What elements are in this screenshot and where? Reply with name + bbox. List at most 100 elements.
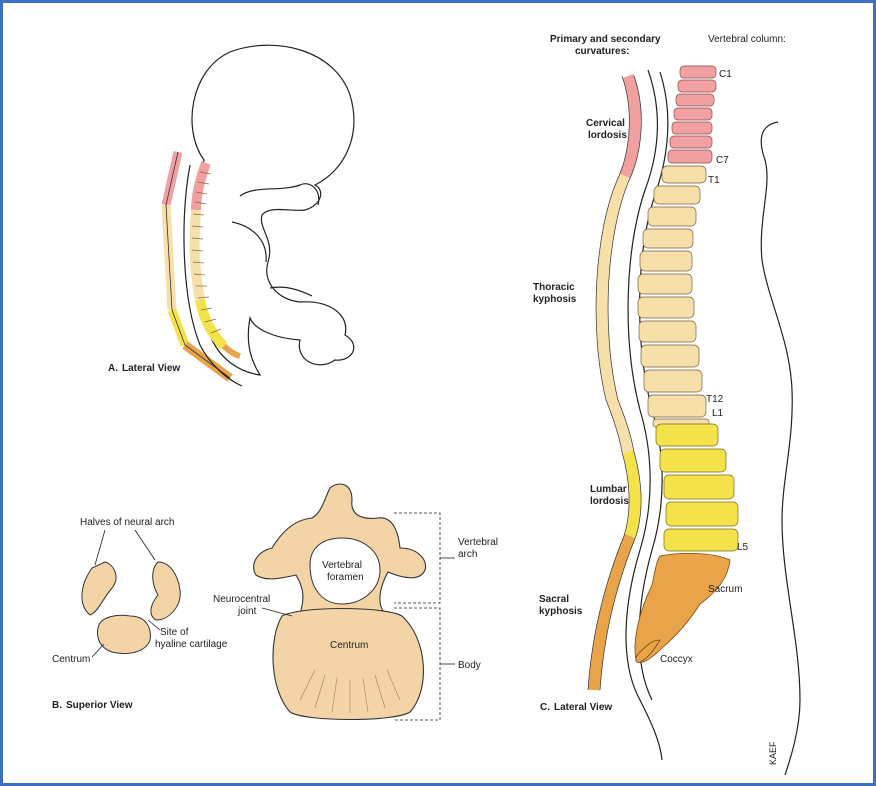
vertebra-l3 bbox=[663, 474, 735, 500]
vertebra-t1 bbox=[661, 165, 707, 184]
vertebra-t9 bbox=[640, 344, 700, 368]
vertebra-t7 bbox=[637, 296, 695, 319]
vertebra-t2 bbox=[653, 185, 701, 205]
label-joint: joint bbox=[237, 606, 257, 617]
bar-lumbar bbox=[622, 450, 642, 538]
thoracic-vertebrae bbox=[637, 165, 710, 428]
label-c7: C7 bbox=[716, 155, 729, 166]
label-body: Body bbox=[458, 660, 481, 671]
label-sacral: Sacral bbox=[539, 594, 569, 605]
label-cervical-lordosis: lordosis bbox=[588, 130, 627, 141]
coccyx-shape bbox=[635, 639, 661, 663]
fetus-arm bbox=[239, 183, 320, 206]
label-sacrum: Sacrum bbox=[708, 584, 742, 595]
panel-c-caption: Lateral View bbox=[554, 702, 612, 713]
label-t1: T1 bbox=[708, 175, 720, 186]
left-neural-arch-half bbox=[81, 561, 117, 616]
vertebra-c5 bbox=[671, 121, 713, 135]
large-centrum-body bbox=[272, 607, 424, 721]
vertebra-t5 bbox=[639, 250, 693, 272]
label-vertebral-foramen-2: foramen bbox=[327, 572, 364, 583]
fetus-spine-sacrum bbox=[221, 343, 241, 359]
vertebra-t6 bbox=[637, 273, 693, 295]
panel-b-caption: Superior View bbox=[66, 700, 133, 711]
fetus-spine-cervical bbox=[191, 161, 211, 211]
label-sacral-kyphosis: kyphosis bbox=[539, 606, 583, 617]
vertebra-l2 bbox=[659, 448, 727, 473]
label-coccyx: Coccyx bbox=[660, 654, 693, 665]
lumbar-vertebrae bbox=[655, 423, 739, 552]
leader-site bbox=[147, 619, 161, 631]
cervical-vertebrae bbox=[667, 65, 717, 164]
artist-signature: KAEF bbox=[768, 741, 778, 765]
vertebral-foramen-shape bbox=[309, 537, 381, 605]
vertebral-column-title: Vertebral column: bbox=[708, 34, 786, 45]
panel-b-letter: B. bbox=[52, 700, 62, 711]
curvatures-title-2: curvatures: bbox=[575, 46, 629, 57]
vertebra-c7 bbox=[667, 149, 713, 164]
bar-edge-right bbox=[599, 75, 642, 691]
small-centrum-shape bbox=[97, 614, 151, 654]
bar-cervical bbox=[619, 74, 642, 179]
sacrum-shape bbox=[634, 552, 731, 663]
label-lumbar-lordosis: lordosis bbox=[590, 496, 629, 507]
vertebra-t3 bbox=[647, 206, 697, 227]
label-c1: C1 bbox=[719, 69, 732, 80]
fetus-vertebra-lines bbox=[191, 171, 222, 334]
label-vertebral-foramen-1: Vertebral bbox=[322, 560, 362, 571]
label-lumbar: Lumbar bbox=[590, 484, 627, 495]
panel-a-letter: A. bbox=[108, 363, 118, 374]
leader-centrum-small bbox=[91, 643, 105, 658]
leader-halves-right bbox=[134, 529, 156, 561]
panel-b: Halves of neural arch Centrum Site of hy… bbox=[52, 483, 498, 721]
panel-a-caption: Lateral View bbox=[122, 363, 180, 374]
fetus-spine-thoracic bbox=[189, 209, 205, 301]
panel-c: Primary and secondary curvatures: Verteb… bbox=[533, 34, 801, 776]
label-neurocentral: Neurocentral bbox=[213, 594, 270, 605]
vertebra-l1 bbox=[655, 423, 719, 447]
vertebra-c1 bbox=[679, 65, 717, 79]
back-contour-inner bbox=[625, 69, 663, 761]
vertebra-t8 bbox=[638, 320, 697, 343]
label-vertebral-arch-2: arch bbox=[458, 549, 477, 560]
fetus-bar-outline bbox=[165, 151, 231, 379]
vertebra-c2 bbox=[677, 79, 717, 93]
label-thoracic: Thoracic bbox=[533, 282, 575, 293]
panel-c-letter: C. bbox=[540, 702, 550, 713]
fetus-outline bbox=[191, 44, 355, 376]
vertebra-c4 bbox=[673, 107, 713, 121]
vertebra-c3 bbox=[675, 93, 715, 107]
right-neural-arch-half bbox=[150, 561, 181, 621]
bar-thoracic bbox=[596, 173, 634, 454]
label-vertebral-arch-1: Vertebral bbox=[458, 537, 498, 548]
bar-edge-left bbox=[587, 75, 630, 691]
vertebra-l4 bbox=[665, 501, 739, 527]
front-body-contour bbox=[760, 121, 801, 776]
bar-sacral bbox=[588, 533, 636, 691]
label-hyaline-cartilage: hyaline cartilage bbox=[155, 639, 228, 650]
fetus-spine-lumbar bbox=[195, 298, 228, 350]
vertebra-l5 bbox=[663, 528, 739, 552]
curvatures-title-1: Primary and secondary bbox=[550, 34, 661, 45]
vertebra-t11 bbox=[647, 394, 707, 418]
vertebra-t10 bbox=[643, 369, 703, 393]
fetus-back-line bbox=[183, 164, 243, 387]
leader-neurocentral bbox=[261, 607, 293, 617]
vertebra-c6 bbox=[669, 135, 713, 149]
centrum-texture bbox=[299, 669, 401, 713]
label-cervical: Cervical bbox=[586, 118, 625, 129]
fetus-leg-crease bbox=[269, 286, 313, 297]
label-l1: L1 bbox=[712, 408, 724, 419]
label-halves-neural-arch: Halves of neural arch bbox=[80, 517, 175, 528]
label-t12: T12 bbox=[706, 394, 724, 405]
label-l5: L5 bbox=[737, 542, 749, 553]
label-site-of: Site of bbox=[160, 627, 189, 638]
label-thoracic-kyphosis: kyphosis bbox=[533, 294, 577, 305]
leader-halves-left bbox=[94, 529, 106, 566]
panel-a: A. Lateral View bbox=[108, 44, 355, 387]
label-centrum-small: Centrum bbox=[52, 654, 90, 665]
svg-text:KAEF: KAEF bbox=[768, 741, 778, 765]
label-centrum-large: Centrum bbox=[330, 640, 368, 651]
